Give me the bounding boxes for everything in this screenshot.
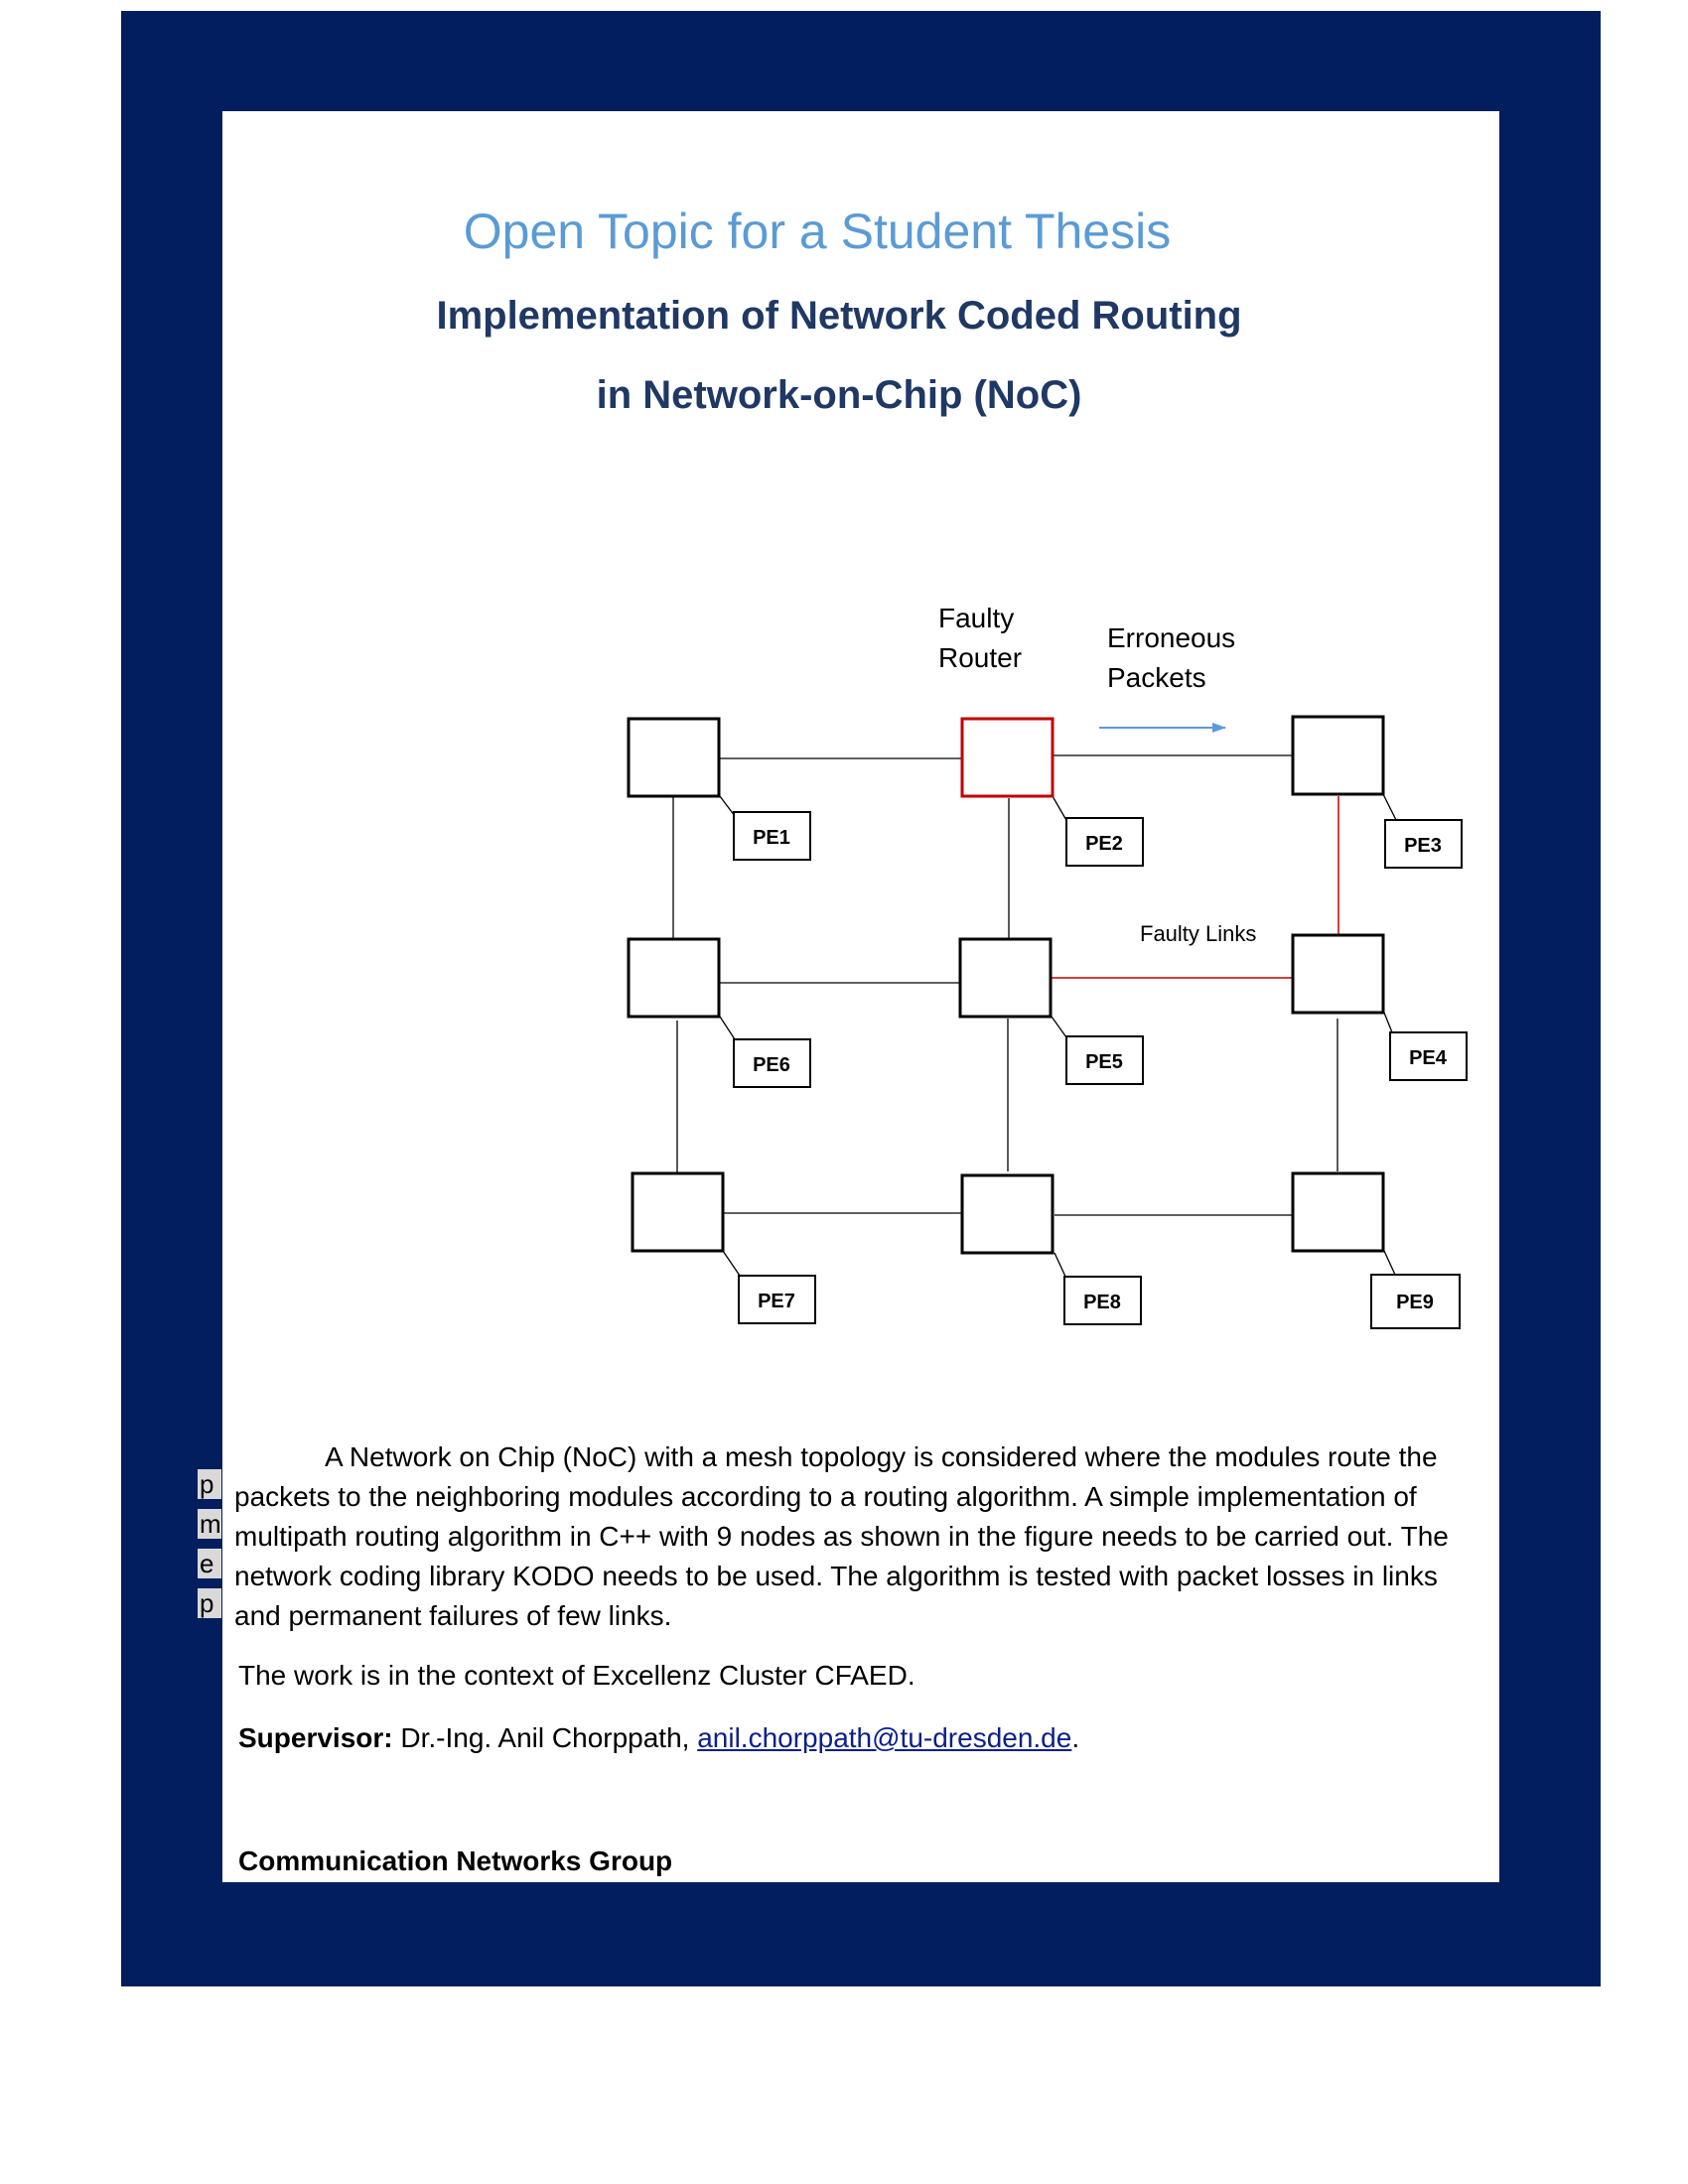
pe6-label: PE6 bbox=[753, 1054, 790, 1076]
page-title: Open Topic for a Student Thesis bbox=[463, 204, 1172, 259]
routers bbox=[627, 715, 1385, 1255]
thesis-title-line1: Implementation of Network Coded Routing bbox=[436, 294, 1242, 338]
page-sheet bbox=[222, 111, 1499, 1882]
pe9-label: PE9 bbox=[1396, 1292, 1434, 1313]
router-3 bbox=[1291, 715, 1385, 796]
pe-boxes bbox=[733, 811, 1468, 1329]
pe-connectors bbox=[719, 793, 1397, 1280]
supervisor-name: Dr.-Ing. Anil Chorppath, bbox=[400, 1722, 690, 1753]
faulty-links-label: Faulty Links bbox=[1140, 921, 1256, 946]
router-7 bbox=[631, 1171, 725, 1253]
pe6-box bbox=[733, 1038, 811, 1088]
pe4-box bbox=[1389, 1031, 1468, 1081]
description-paragraph: A Network on Chip (NoC) with a mesh topo… bbox=[234, 1437, 1487, 1636]
pe1-label: PE1 bbox=[753, 827, 790, 849]
pe2-label: PE2 bbox=[1085, 833, 1123, 855]
pe5-label: PE5 bbox=[1085, 1051, 1123, 1073]
pe4-label: PE4 bbox=[1409, 1047, 1448, 1069]
erroneous-packets-label-line2: Packets bbox=[1107, 662, 1206, 693]
description-text: A Network on Chip (NoC) with a mesh topo… bbox=[234, 1441, 1449, 1631]
pe3-label: PE3 bbox=[1404, 835, 1442, 857]
faulty-router-label-line1: Faulty bbox=[938, 603, 1014, 633]
connector-pe8 bbox=[1054, 1252, 1067, 1280]
mesh-links bbox=[672, 754, 1339, 1216]
connector-pe3 bbox=[1382, 793, 1397, 821]
pe1-box bbox=[733, 811, 811, 861]
pe8-label: PE8 bbox=[1083, 1292, 1121, 1313]
margin-fragment: p bbox=[198, 1469, 221, 1499]
connector-pe5 bbox=[1051, 1016, 1067, 1038]
router-9 bbox=[1291, 1171, 1385, 1253]
connector-pe4 bbox=[1383, 1012, 1393, 1033]
pe7-label: PE7 bbox=[758, 1291, 795, 1312]
margin-fragment: p bbox=[198, 1588, 221, 1618]
pe5-box bbox=[1065, 1035, 1144, 1085]
supervisor-period: . bbox=[1071, 1722, 1080, 1753]
erroneous-packets-label-line1: Erroneous bbox=[1107, 622, 1235, 653]
supervisor-email-link[interactable]: anil.chorppath@tu-dresden.de bbox=[697, 1722, 1072, 1753]
thesis-title-line2: in Network-on-Chip (NoC) bbox=[596, 373, 1082, 417]
pe8-box bbox=[1063, 1276, 1142, 1325]
connector-pe7 bbox=[722, 1250, 741, 1277]
supervisor-line: Supervisor: Dr.-Ing. Anil Chorppath, ani… bbox=[238, 1722, 1079, 1754]
router-1 bbox=[627, 717, 721, 798]
pe7-box bbox=[738, 1275, 816, 1324]
pe9-box bbox=[1370, 1274, 1461, 1329]
group-name: Communication Networks Group bbox=[238, 1845, 673, 1876]
supervisor-label: Supervisor: bbox=[238, 1722, 393, 1753]
pe2-box bbox=[1065, 817, 1144, 867]
connector-pe2 bbox=[1052, 795, 1068, 823]
connector-pe1 bbox=[719, 795, 736, 817]
router-6 bbox=[627, 937, 721, 1019]
faulty-router-2 bbox=[960, 717, 1055, 798]
faulty-router-label-line2: Router bbox=[938, 642, 1022, 673]
router-8 bbox=[960, 1173, 1055, 1255]
context-line: The work is in the context of Excellenz … bbox=[238, 1660, 915, 1691]
pe3-box bbox=[1384, 819, 1463, 869]
margin-fragment: m bbox=[198, 1509, 221, 1539]
connector-pe9 bbox=[1383, 1250, 1396, 1276]
router-4 bbox=[1291, 933, 1385, 1015]
margin-fragment: e bbox=[198, 1549, 221, 1578]
router-5 bbox=[958, 937, 1053, 1019]
connector-pe6 bbox=[719, 1016, 736, 1040]
noc-mesh-diagram: Faulty Router Erroneous Packets Faulty L… bbox=[627, 603, 1468, 1329]
